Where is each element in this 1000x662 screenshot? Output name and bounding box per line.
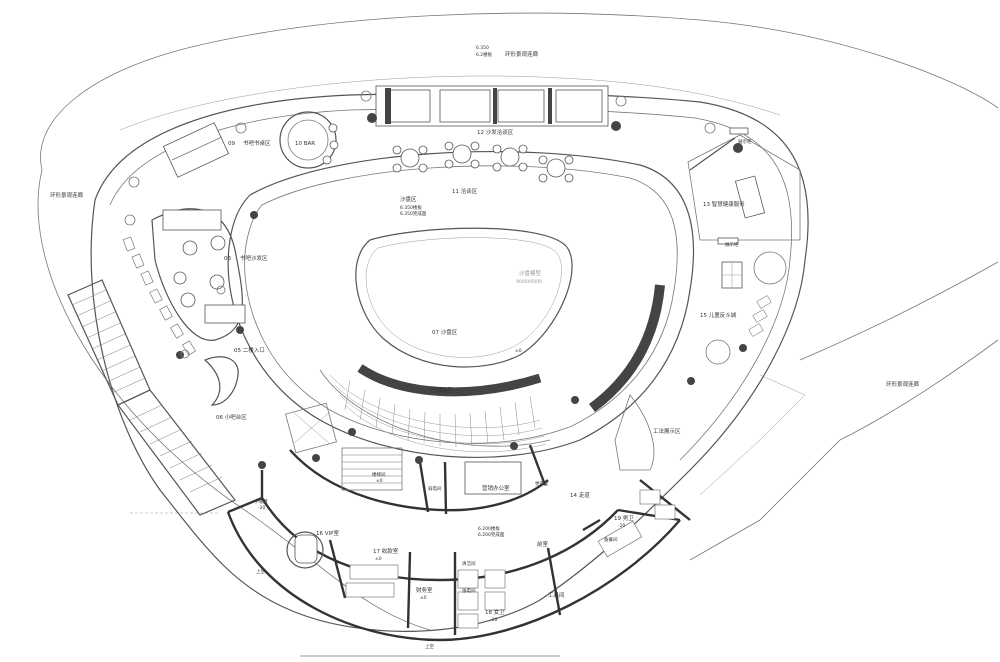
building-inner-wall <box>109 108 793 461</box>
wall-g <box>546 547 562 616</box>
tool-room-label: 工具间 <box>548 591 565 599</box>
top-corridor-label: 环形景观连廊 <box>505 50 539 58</box>
top-booths <box>375 85 609 127</box>
seating-steps <box>344 379 536 448</box>
wall-a <box>227 496 263 514</box>
r09-label: 书吧书桌区 <box>243 139 271 147</box>
r08-num: 08 <box>224 256 231 262</box>
r11-label: 11 洽谈区 <box>452 187 478 195</box>
health-room <box>687 134 801 241</box>
stair-room-label: 楼梯间 <box>372 471 386 478</box>
top-corridor-level: 6.350 <box>476 45 489 51</box>
craft-zone-label: 工法展示区 <box>653 427 681 435</box>
storage-label: 小储藏 <box>254 498 268 505</box>
lobby-stair <box>285 402 403 491</box>
up1-label: 上空 <box>256 568 265 575</box>
r17-label: 17 收款室 <box>373 547 399 555</box>
sofa-area <box>151 208 246 341</box>
corr-level2: 6.200完成面 <box>478 531 505 538</box>
round-tables <box>392 141 574 183</box>
washroom-stalls <box>457 489 676 629</box>
small-bar-counter <box>203 356 239 406</box>
right-corridor-label: 环形景观连廊 <box>886 380 920 388</box>
service-arc-outer <box>226 511 681 642</box>
bar-counter <box>279 111 339 169</box>
outer-corridor-outline <box>40 12 999 171</box>
r19-label: 19 男卫 <box>614 515 634 522</box>
up2-label: 上空 <box>425 643 434 650</box>
wall-d <box>328 539 347 599</box>
top-right-cabinet <box>729 127 749 135</box>
sandbox-pm: ±0 <box>515 348 522 354</box>
outer-corridor-right3 <box>699 374 806 496</box>
r15-label: 15 儿童反斗城 <box>700 311 737 319</box>
sand-table-inner <box>365 237 562 358</box>
wall-h <box>418 461 430 513</box>
model-ramp-bottom <box>357 364 542 397</box>
outer-corridor-left-edge <box>37 169 431 631</box>
r12-label: 12 沙发洽谈区 <box>477 128 514 136</box>
pantry-label: 备餐间 <box>604 536 618 543</box>
r14-label: 14 走道 <box>570 491 590 499</box>
b2-label: 更衣室 <box>535 480 549 487</box>
b4-label: 强电间 <box>462 587 476 594</box>
display-label: 展示柜 <box>725 241 739 248</box>
left-corridor-label: 环形景观连廊 <box>50 191 84 199</box>
r13-label: 13 智慧健康服务 <box>703 200 745 208</box>
top-corridor-level2: 6.2楼板 <box>476 51 493 58</box>
kids-area <box>614 251 787 471</box>
r06-label: 06 小吧台区 <box>216 413 247 421</box>
r17-level: ±0 <box>375 556 382 562</box>
b1-label: 弱电间 <box>428 485 442 492</box>
r07-label: 07 沙盘区 <box>432 328 458 336</box>
outer-corridor-right <box>799 261 999 361</box>
r09-num: 09 <box>228 141 235 147</box>
r18-label: 18 女卫 <box>485 608 505 616</box>
atrium-outer-ring <box>227 151 695 459</box>
atrium-inner-ring <box>244 165 678 444</box>
sandbox-zone-label: 沙盘区 <box>400 195 417 203</box>
wall-j <box>528 444 547 486</box>
left-shelf <box>122 236 196 356</box>
finance-label: 财务室 <box>416 586 433 594</box>
sandbox-level1: 6.350楼板 <box>400 204 422 211</box>
wall-e <box>406 551 412 629</box>
sales-office-table <box>464 461 522 495</box>
r05-label: 05 二楼入口 <box>234 346 265 354</box>
front-room-label: 前室 <box>537 540 549 548</box>
r19-level: -20 <box>618 523 625 529</box>
receipt-desks <box>345 564 399 598</box>
sales-office-label: 营销办公室 <box>482 484 510 492</box>
r10-label: 10 BAR <box>295 141 315 147</box>
left-stair <box>67 279 236 516</box>
wall-k <box>582 518 601 532</box>
wall-l <box>639 479 691 521</box>
stepped-seating <box>319 369 551 453</box>
vip-room <box>286 531 324 569</box>
storage-level: -20 <box>258 505 265 511</box>
stair-room-level: ±0 <box>376 478 383 484</box>
cabinet-label: 展示柜 <box>738 138 752 145</box>
book-desk <box>162 122 230 178</box>
sand-table-outer <box>355 227 573 368</box>
sandbox-level2: 6.350完成面 <box>400 210 427 217</box>
sandbox-size: 9000X6000 <box>516 279 542 285</box>
sandbox-model-label: 沙盘模型 <box>519 269 542 277</box>
outer-corridor-right2 <box>689 339 999 561</box>
r16-label: 16 VIP室 <box>316 529 339 537</box>
model-ramp-right <box>589 284 665 413</box>
region-model-label: 区域模型 <box>431 386 454 394</box>
display-cabinet-top <box>717 237 739 245</box>
outer-corridor-inner-top <box>119 75 781 131</box>
plants <box>124 90 716 359</box>
b3-label: 清洁间 <box>462 560 476 567</box>
wall-i <box>443 461 448 515</box>
r18-level: -20 <box>490 617 497 623</box>
building-outer-wall <box>90 92 809 632</box>
corr-level1: 6.200楼板 <box>478 525 500 532</box>
r08-label: 书吧沙发区 <box>240 254 268 262</box>
finance-level: ±0 <box>420 595 427 601</box>
